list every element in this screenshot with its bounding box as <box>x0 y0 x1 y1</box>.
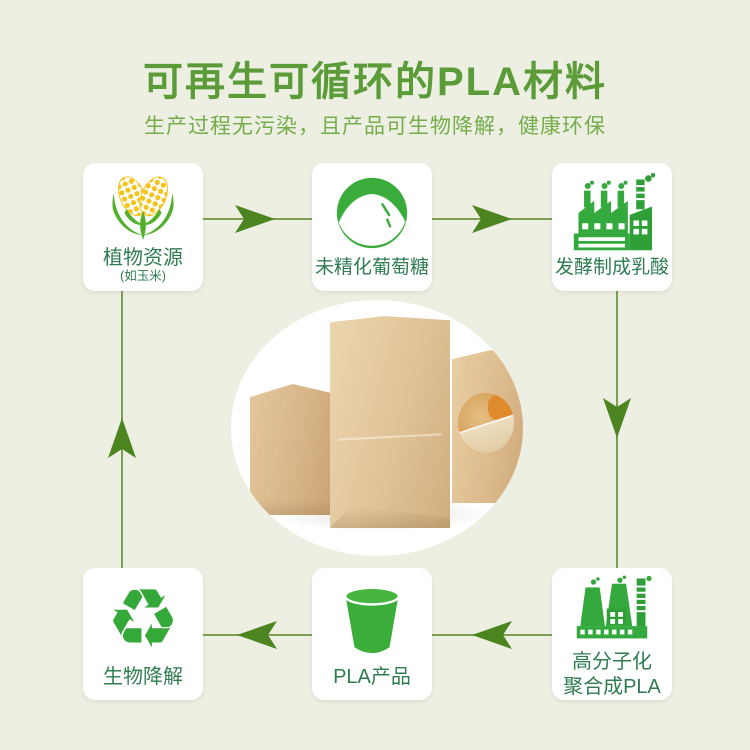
paper-bag-small <box>250 384 332 515</box>
corn-icon <box>83 163 203 247</box>
node-card-polymerization: 高分子化 聚合成PLA <box>552 568 672 700</box>
pla-cup-icon <box>312 568 432 666</box>
node-label-line2: 聚合成PLA <box>563 676 661 698</box>
node-card-biodegradation: ♻ 生物降解 <box>83 568 203 700</box>
arrow-right-icon <box>472 205 512 233</box>
node-label: PLA产品 <box>333 666 411 688</box>
polymer-factory-icon <box>552 568 672 650</box>
recycle-icon: ♻ <box>106 572 180 667</box>
node-card-lactic-acid: 发酵制成乳酸 <box>552 163 672 291</box>
node-card-pla-product: PLA产品 <box>312 568 432 700</box>
node-label: 未精化葡萄糖 <box>314 257 429 278</box>
bread-window <box>458 393 514 453</box>
paper-bag-window <box>452 350 523 503</box>
arrow-left-icon <box>472 621 512 649</box>
node-sublabel: (如玉米) <box>120 269 166 283</box>
factory-icon <box>552 163 672 257</box>
arrow-up-icon <box>108 418 136 458</box>
node-card-plant-resources: 植物资源 (如玉米) <box>83 163 203 291</box>
paper-bags-photo <box>231 300 523 556</box>
node-label: 生物降解 <box>103 666 183 688</box>
node-label: 高分子化 <box>572 651 652 673</box>
arrow-down-icon <box>603 398 631 438</box>
arrow-right-icon <box>235 205 275 233</box>
node-card-glucose: 未精化葡萄糖 <box>312 163 432 291</box>
arrow-left-icon <box>237 621 277 649</box>
node-label: 植物资源 <box>103 247 183 269</box>
node-label: 发酵制成乳酸 <box>554 257 669 278</box>
page-title: 可再生可循环的PLA材料 <box>143 60 607 104</box>
paper-bag-large <box>330 316 450 528</box>
glucose-icon <box>312 163 432 257</box>
page-subtitle: 生产过程无污染，且产品可生物降解，健康环保 <box>144 115 606 138</box>
